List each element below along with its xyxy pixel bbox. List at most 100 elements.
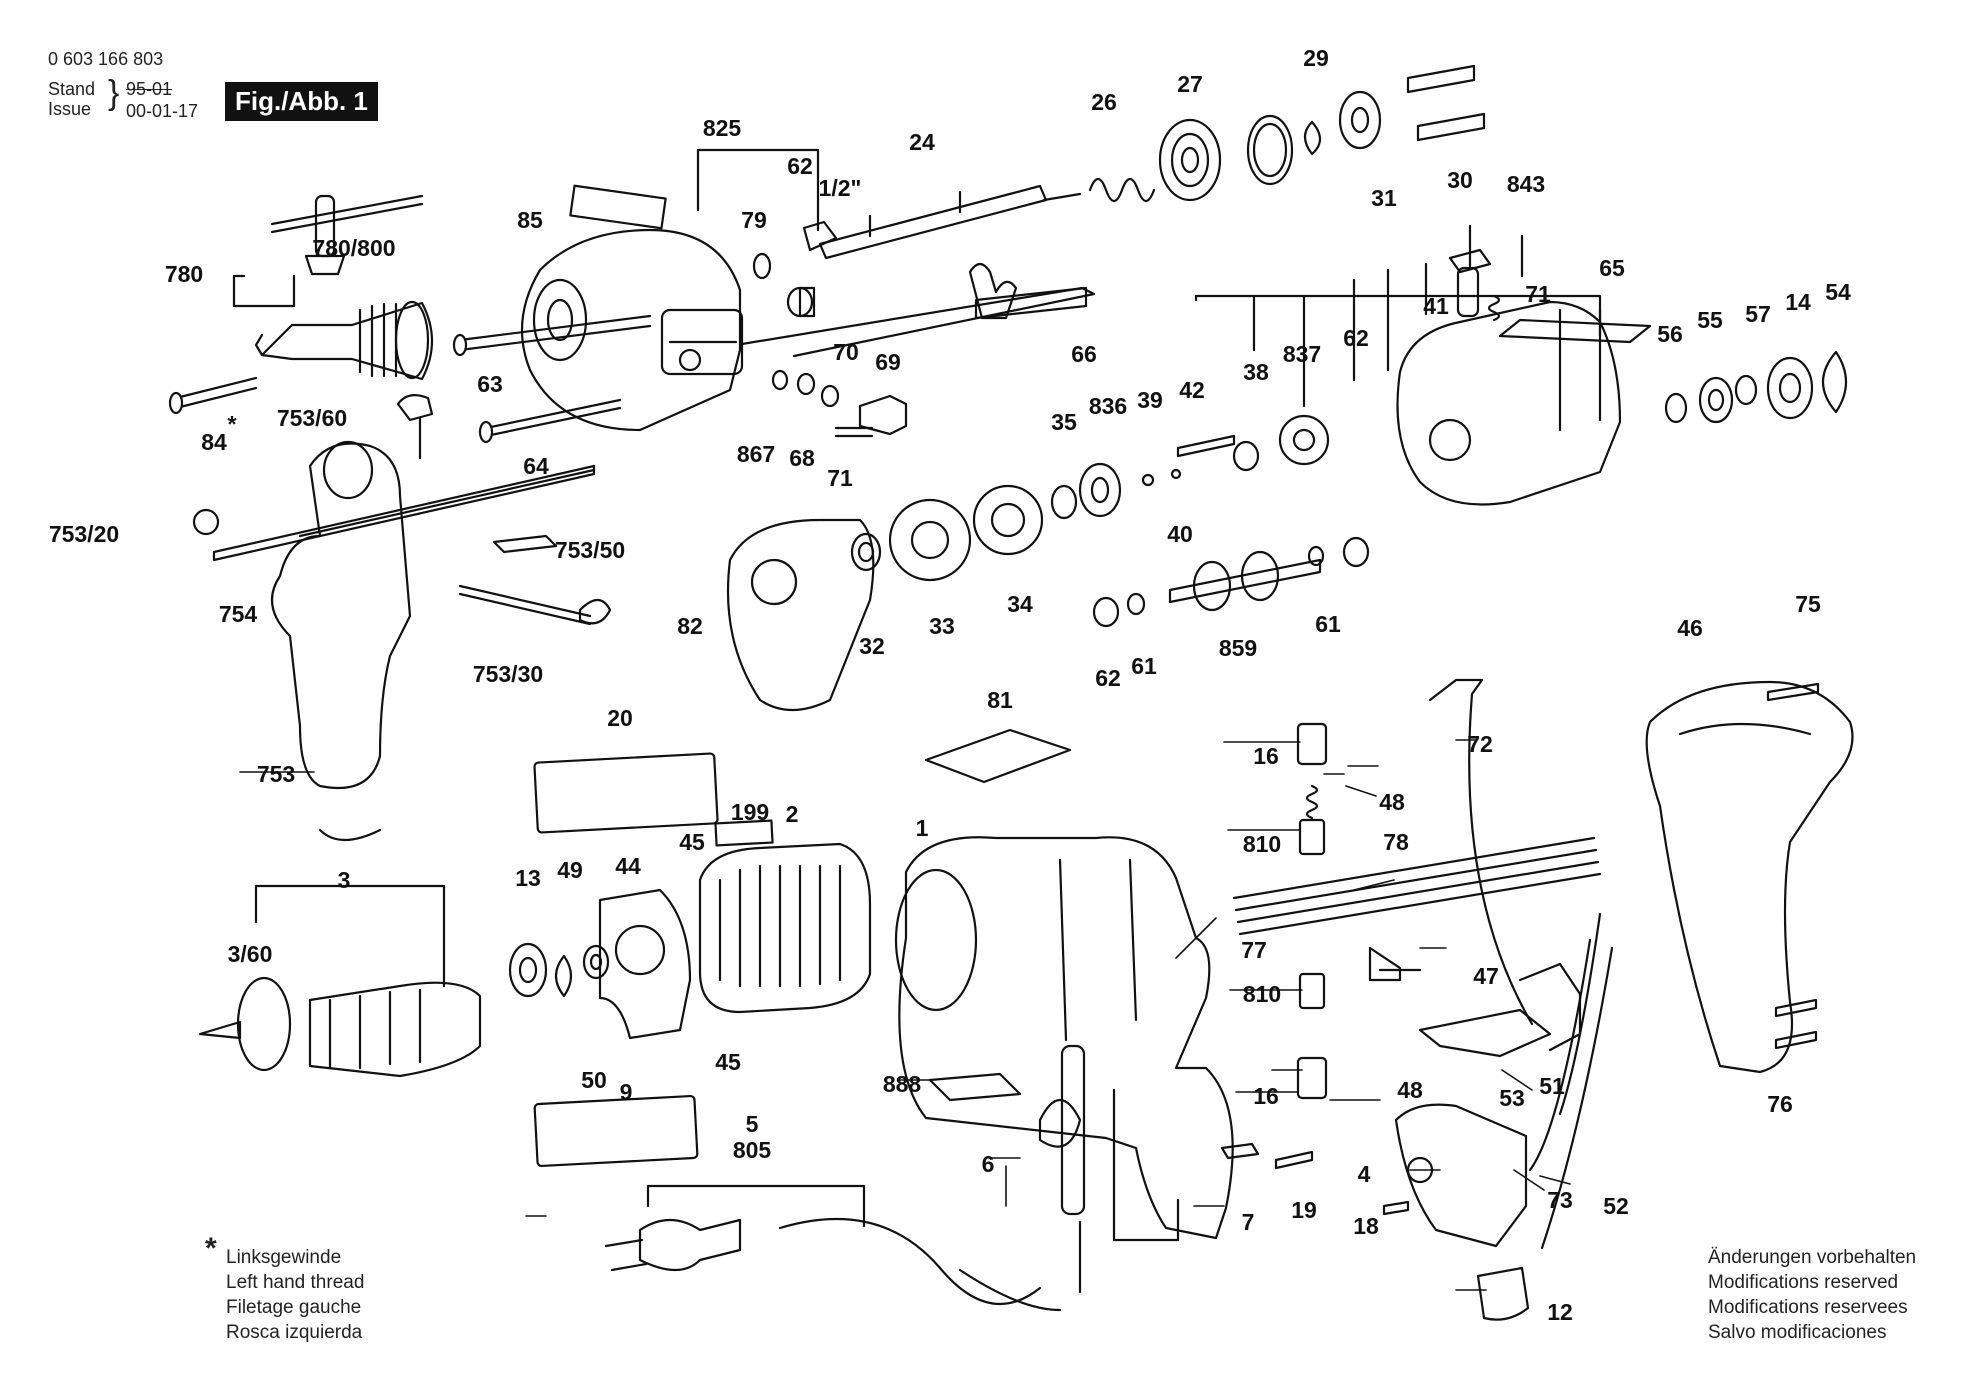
callout-label: 13 xyxy=(515,865,541,891)
depth-gauge-icon xyxy=(212,464,596,562)
date-old: 95-01 xyxy=(126,79,173,99)
callout-label: 77 xyxy=(1241,937,1267,963)
callout-label: 78 xyxy=(1383,829,1409,855)
callout-label: 837 xyxy=(1283,341,1321,367)
callout-label: 65 xyxy=(1599,255,1625,281)
gear-housing-icon xyxy=(520,228,1096,432)
callout-label: 73 xyxy=(1547,1187,1573,1213)
bolt-753-30-icon xyxy=(458,584,612,626)
suppressor-47-icon xyxy=(1368,946,1422,982)
bushing-57-icon xyxy=(1734,374,1758,406)
lead-52-icon xyxy=(1540,946,1614,1250)
callout-label: 31 xyxy=(1371,185,1397,211)
callout-label: 79 xyxy=(741,207,767,233)
callout-label: 56 xyxy=(1657,321,1683,347)
callout-label: 57 xyxy=(1745,301,1771,327)
callout-label: 69 xyxy=(875,349,901,375)
callout-label: 63 xyxy=(477,371,503,397)
nut-753-20-icon xyxy=(192,508,220,536)
pin-42-icon xyxy=(1176,434,1236,458)
stand-label: Stand xyxy=(48,79,96,99)
part-number: 0 603 166 803 xyxy=(48,49,164,69)
figure-label: Fig./Abb. 1 xyxy=(225,82,378,121)
callout-label: * xyxy=(228,411,237,437)
screw-75-icon xyxy=(1766,682,1820,702)
date-new: 00-01-17 xyxy=(126,101,199,121)
callout-label: 6 xyxy=(982,1151,995,1177)
callout-label: 64 xyxy=(523,453,549,479)
callout-label: 825 xyxy=(703,115,742,141)
ring-39-icon xyxy=(1141,473,1155,487)
footnote-line-es: Rosca izquierda xyxy=(226,1322,363,1343)
gear-33-icon xyxy=(888,498,972,582)
lead-73-icon xyxy=(1528,938,1592,1172)
ring-28-icon xyxy=(1246,114,1294,186)
lead-72-icon xyxy=(1428,678,1534,1026)
callout-label: 39 xyxy=(1137,387,1163,413)
label-81-plate xyxy=(924,728,1072,784)
callout-label: 44 xyxy=(615,853,641,879)
callout-label: 66 xyxy=(1071,341,1097,367)
chuck-key-icon xyxy=(270,194,424,276)
field-coil-2-icon xyxy=(698,842,872,1014)
spring-810-icon xyxy=(1305,784,1319,820)
callout-label: 41 xyxy=(1423,293,1449,319)
bracket-3 xyxy=(254,884,446,988)
callout-label: 4 xyxy=(1358,1161,1371,1187)
bearing-14-icon xyxy=(1766,356,1814,420)
mains-cable-line xyxy=(778,1217,1042,1306)
callout-label: 81 xyxy=(987,687,1013,713)
callout-label: 3 xyxy=(338,867,351,893)
bracket-805 xyxy=(646,1184,866,1228)
clip-49-icon xyxy=(554,954,573,998)
callout-label: 70 xyxy=(833,339,859,365)
callout-label: 61 xyxy=(1131,653,1157,679)
bracket-825 xyxy=(696,148,820,232)
label-85-plate xyxy=(569,184,667,230)
callout-label: 61 xyxy=(1315,611,1341,637)
bracket-843 xyxy=(1194,224,1602,408)
callout-label: 3/60 xyxy=(228,941,273,967)
callout-label: 29 xyxy=(1303,45,1329,71)
mains-plug-icon xyxy=(604,1218,742,1272)
footnote-line-en: Left hand thread xyxy=(226,1272,365,1293)
callout-label: 805 xyxy=(733,1137,772,1163)
callout-label: 34 xyxy=(1007,591,1033,617)
long-screw-63-icon xyxy=(452,314,652,357)
gasket-82-icon xyxy=(726,518,875,711)
footnote-line-de: Linksgewinde xyxy=(226,1247,342,1268)
screw-19-icon xyxy=(1274,1150,1314,1170)
armature-icon xyxy=(198,976,482,1078)
callout-label: 753/60 xyxy=(277,405,347,431)
callout-label: 38 xyxy=(1243,359,1269,385)
callout-label: 27 xyxy=(1177,71,1203,97)
callout-label: 1/2" xyxy=(819,175,862,201)
callout-label: 836 xyxy=(1089,393,1127,419)
spindle-icon xyxy=(802,184,1082,260)
bushing-62b-icon xyxy=(1342,536,1370,568)
callout-label: 12 xyxy=(1547,1299,1573,1325)
callout-label: 7 xyxy=(1242,1209,1255,1235)
callout-label: 20 xyxy=(607,705,633,731)
brush-810b-icon xyxy=(1298,972,1326,1010)
callout-label: 14 xyxy=(1785,289,1811,315)
ring-40-icon xyxy=(1170,468,1182,480)
callout-label: 49 xyxy=(557,857,583,883)
label-20-plate xyxy=(533,752,719,834)
bearing-bracket-44-icon xyxy=(598,888,692,1040)
callout-label: 71 xyxy=(827,465,853,491)
callout-label: 42 xyxy=(1179,377,1205,403)
callout-label: 48 xyxy=(1397,1077,1423,1103)
callout-label: 753/20 xyxy=(49,521,119,547)
callout-label: 82 xyxy=(677,613,703,639)
callout-label: 9 xyxy=(620,1079,633,1105)
bearing-27-icon xyxy=(1158,118,1222,202)
washer-31-icon xyxy=(1338,90,1382,150)
washer-50-icon xyxy=(582,944,610,980)
plate-65-icon xyxy=(1498,318,1652,344)
callout-label: 753 xyxy=(257,761,295,787)
capacitor-6-icon xyxy=(1038,1044,1086,1216)
callout-label: 51 xyxy=(1539,1073,1565,1099)
date-brace: } xyxy=(108,74,120,112)
